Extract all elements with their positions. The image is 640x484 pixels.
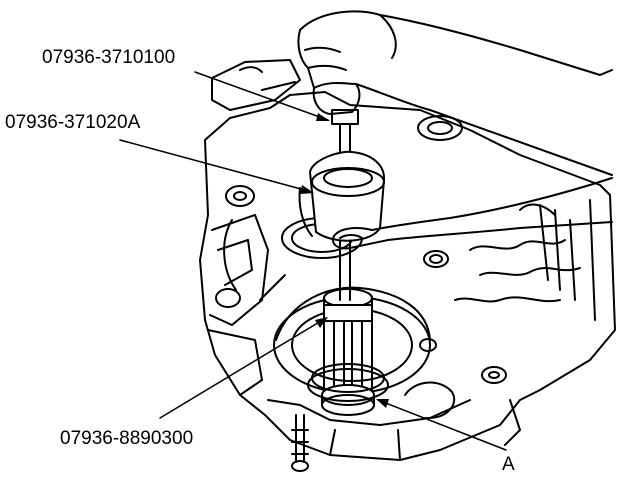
bearing-puller-body: [307, 288, 389, 416]
callout-bearing-puller: 07936-8890300: [60, 428, 194, 449]
arrowhead-handle: [300, 185, 314, 194]
transmission-case: [199, 59, 616, 472]
arrowhead-part-a: [376, 399, 389, 408]
callout-part-a: A: [502, 454, 515, 475]
callout-handle: 07936-371020A: [5, 112, 141, 133]
arrowhead-slide-hammer: [316, 113, 330, 121]
leader-slide-hammer: [194, 71, 329, 121]
callout-slide-hammer: 07936-3710100: [42, 47, 176, 68]
leader-part-a: [377, 399, 507, 451]
upper-hand: [297, 10, 613, 176]
arrowheads: [300, 113, 389, 408]
leader-handle: [119, 139, 313, 193]
leader-lines: [119, 71, 507, 451]
slide-hammer-weight: [298, 150, 386, 242]
arrowhead-bearing-puller: [315, 317, 328, 328]
leader-bearing-puller: [159, 317, 327, 419]
lower-hand: [332, 177, 613, 250]
